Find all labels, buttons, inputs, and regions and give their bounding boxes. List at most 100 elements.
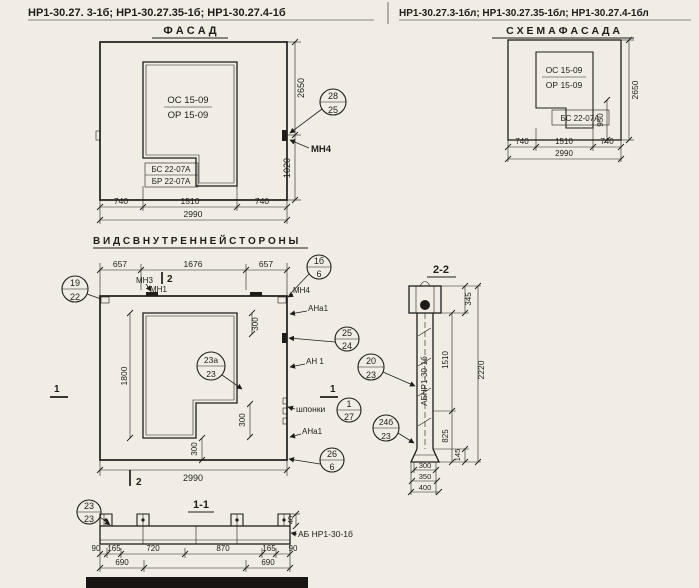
facade-dim-1510: 1510 <box>181 196 200 206</box>
inner-window-contour-inner <box>145 315 235 436</box>
section-2-marker-top: 2 <box>161 272 173 285</box>
facade-dim-2990: 2990 <box>184 209 203 219</box>
dim-90-right: 90 <box>289 544 298 553</box>
dim-690-right: 690 <box>261 558 275 567</box>
s22-callout-24b-23: 24б 23 <box>372 414 415 444</box>
facade-title: Ф А С А Д <box>163 25 216 37</box>
scheme-header: НР1-30.27.3-1бл; НР1-30.27.35-1бл; НР1-3… <box>399 7 649 19</box>
callout-bottom-number: 27 <box>344 412 354 422</box>
keyway-notch <box>282 397 288 405</box>
lifting-loop <box>419 281 431 287</box>
dim-350: 350 <box>419 472 432 481</box>
frame-profile <box>136 513 150 526</box>
inner-plate-1 <box>146 292 158 296</box>
panel-plan-section <box>99 525 291 545</box>
inner-dims-top: 657 1676 657 <box>96 259 291 296</box>
inner-dim-300-right: 300 <box>238 400 254 441</box>
callout-top-number: 26 <box>327 449 337 459</box>
scheme-block-label: БС 22-07А <box>561 114 601 123</box>
section-1-1: 23 23 1-1 АБ НР1-30-1б 40 <box>76 499 353 572</box>
inner-dim-657-left: 657 <box>113 259 127 269</box>
loop-bar-section <box>420 300 430 310</box>
facade-dims-width: 740 1510 740 2990 <box>96 186 291 224</box>
scheme-opening-label-2: ОР 15-09 <box>546 80 583 90</box>
inner-dim-1676: 1676 <box>184 259 203 269</box>
scheme-block-label-box <box>551 109 610 126</box>
s11-beam-label: АБ НР1-30-1б <box>298 529 353 539</box>
callout-top-number: 23а <box>204 355 218 365</box>
facade-callout-28-25: 28 25 <box>289 88 347 134</box>
s11-callout-23-23: 23 23 <box>76 499 111 526</box>
callout-bottom-number: 22 <box>70 292 80 302</box>
callout-top-number: 24б <box>379 417 393 427</box>
keyway-notch <box>282 407 288 415</box>
dim-1510: 1510 <box>441 351 450 369</box>
callout-top-number: 1 <box>346 399 351 409</box>
scheme-window-contour <box>535 51 594 129</box>
inner-plate-label-mn4: МН4 <box>293 286 310 295</box>
inner-anchor-label-bottom: АНа1 <box>302 427 323 436</box>
callout-bottom-number: 6 <box>316 269 321 279</box>
section-1-marker-right: 1 <box>320 384 338 398</box>
section-2-2-title: 2-2 <box>433 264 449 276</box>
inner-keys-label: шпонки <box>296 404 326 414</box>
dim-825: 825 <box>441 429 450 443</box>
dim-145: 145 <box>453 449 462 462</box>
callout-top-number: 1б <box>314 256 324 266</box>
facade-scheme-view: НР1-30.27.3-1бл; НР1-30.27.35-1бл; НР1-3… <box>399 7 691 163</box>
dim-400: 400 <box>419 483 432 492</box>
inner-side-view: В И Д С В Н У Т Р Е Н Н Е Й С Т О Р О Н … <box>50 234 362 488</box>
facade-window-contour-outer <box>142 61 238 187</box>
s22-callout-20-23: 20 23 <box>357 353 416 387</box>
dim-2220: 2220 <box>476 360 486 379</box>
inner-title: В И Д С В Н У Т Р Е Н Н Е Й С Т О Р О Н … <box>93 234 299 247</box>
inner-corner-angle-right <box>277 296 287 304</box>
dim-165-right: 165 <box>262 544 276 553</box>
facade-panel-outline <box>99 41 288 201</box>
section-1-label-right: 1 <box>330 384 336 395</box>
inner-dim-1800-label: 1800 <box>119 366 129 385</box>
section-2-marker-bottom: 2 <box>129 470 142 488</box>
s11-dims-row2: 690 690 <box>96 558 294 572</box>
inner-dim-300-top-label: 300 <box>251 317 260 331</box>
inner-callout-1b-6: 1б 6 <box>289 254 332 295</box>
facade-opening-label-1: ОС 15-09 <box>167 95 208 106</box>
inner-anchor-label-top: АНа1 <box>308 304 329 313</box>
facade-view: НР1-30.27. 3-1б; НР1-30.27.35-1б; НР1-30… <box>28 7 374 224</box>
scheme-dim-740-left: 740 <box>515 137 529 146</box>
s11-dims-row1: 90 165 720 870 165 90 <box>92 544 298 572</box>
scan-artifact <box>86 577 308 588</box>
scheme-opening-label-1: ОС 15-09 <box>546 65 583 75</box>
s11-dim-right: 40 <box>286 510 300 530</box>
facade-plate-callout: МН4 <box>289 139 332 155</box>
inner-dim-300-bottom-label: 300 <box>190 442 199 456</box>
inner-dim-300-top: 300 <box>248 309 260 338</box>
frame-profile <box>99 513 113 526</box>
scheme-dim-height: 2650 <box>621 36 640 144</box>
callout-top-number: 20 <box>366 356 376 366</box>
facade-plate-label: МН4 <box>311 144 332 155</box>
scheme-panel-outline <box>507 39 622 141</box>
callout-bottom-number: 6 <box>329 462 334 472</box>
s22-dim-1510: 1510 <box>433 309 456 415</box>
dim-870: 870 <box>216 544 230 553</box>
inner-callout-25-24: 25 24 <box>288 326 360 352</box>
s22-dims-thickness: 300 350 400 <box>407 461 443 496</box>
callout-bottom-number: 23 <box>381 431 391 441</box>
callout-bottom-number: 24 <box>342 341 352 351</box>
scheme-dim-740-right: 740 <box>600 137 614 146</box>
scheme-dim-2650: 2650 <box>630 80 640 99</box>
inner-callout-1-27: 1 27 <box>336 397 362 423</box>
section-2-label-bottom: 2 <box>136 477 142 488</box>
inner-dim-300-bottom: 300 <box>190 434 206 464</box>
callout-top-number: 25 <box>342 328 352 338</box>
inner-callout-23a-23: 23а 23 <box>196 351 243 390</box>
facade-dim-height: 2650 1020 <box>282 38 306 204</box>
inner-callout-26-6: 26 6 <box>288 447 345 473</box>
s22-dim-345: 345 <box>441 282 481 317</box>
section-1-marker-left: 1 <box>50 384 68 398</box>
callout-top-number: 19 <box>70 278 80 288</box>
scheme-dim-2990: 2990 <box>555 149 573 158</box>
inner-panel-outline <box>99 295 288 461</box>
